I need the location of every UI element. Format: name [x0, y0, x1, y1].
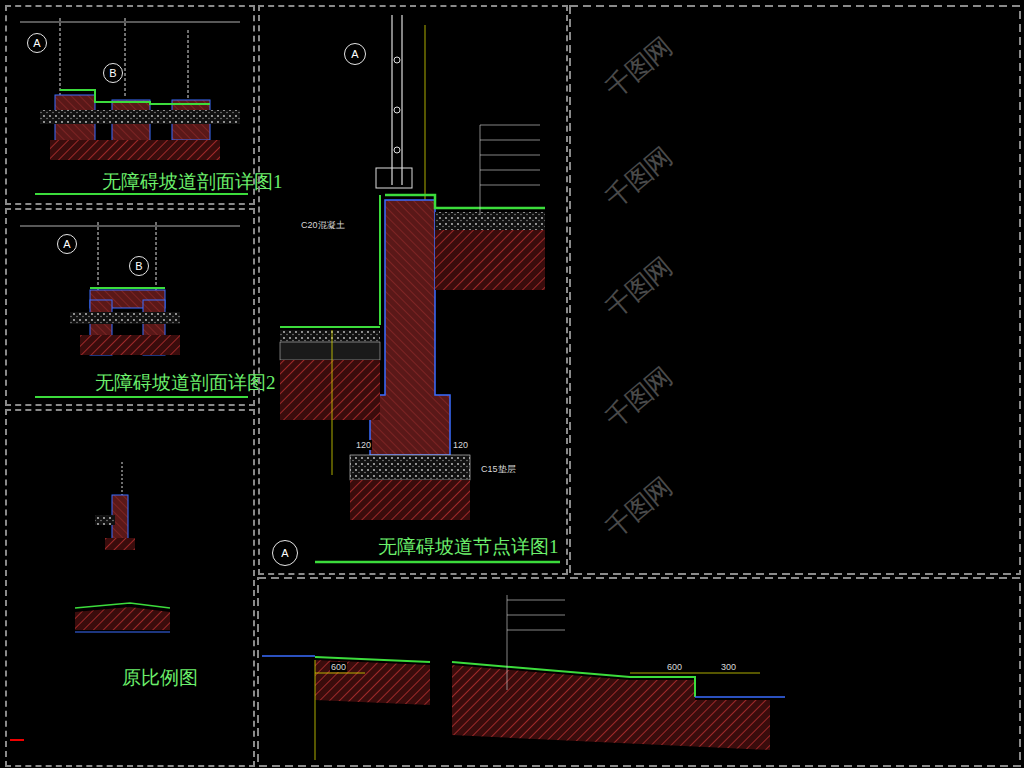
callout-circle: A: [57, 234, 77, 254]
callout-circle: A: [272, 540, 298, 566]
drawing-panel: 无障碍坡道节点详图1AA: [258, 5, 568, 575]
drawing-title: 无障碍坡道剖面详图1: [102, 169, 283, 195]
dimension: 120: [355, 440, 372, 450]
callout-letter: A: [351, 48, 358, 60]
callout-letter: A: [281, 547, 288, 559]
callout-letter: B: [135, 260, 142, 272]
drawing-panel: 无障碍坡道剖面详图2AB: [5, 208, 255, 406]
drawing-title: 无障碍坡道节点详图1: [378, 534, 559, 560]
watermark: 千图网: [598, 139, 680, 216]
drawing-panel: 原比例图: [5, 409, 255, 767]
watermark: 千图网: [598, 469, 680, 546]
dimension: 120: [452, 440, 469, 450]
drawing-title: 原比例图: [122, 665, 198, 691]
watermark: 千图网: [598, 249, 680, 326]
drawing-panel: 无障碍坡道剖面详图1AB: [5, 5, 255, 205]
material-note: C20混凝土: [300, 219, 346, 232]
callout-circle: B: [129, 256, 149, 276]
callout-circle: B: [103, 63, 123, 83]
dimension: 600: [330, 662, 347, 672]
callout-circle: A: [27, 33, 47, 53]
callout-letter: A: [63, 238, 70, 250]
dimension: 300: [720, 662, 737, 672]
dimension: 600: [666, 662, 683, 672]
drawing-title: 无障碍坡道剖面详图2: [95, 370, 276, 396]
callout-circle: A: [344, 43, 366, 65]
callout-letter: B: [109, 67, 116, 79]
callout-letter: A: [33, 37, 40, 49]
watermark: 千图网: [598, 359, 680, 436]
watermark: 千图网: [598, 29, 680, 106]
material-note: C15垫层: [480, 463, 517, 476]
